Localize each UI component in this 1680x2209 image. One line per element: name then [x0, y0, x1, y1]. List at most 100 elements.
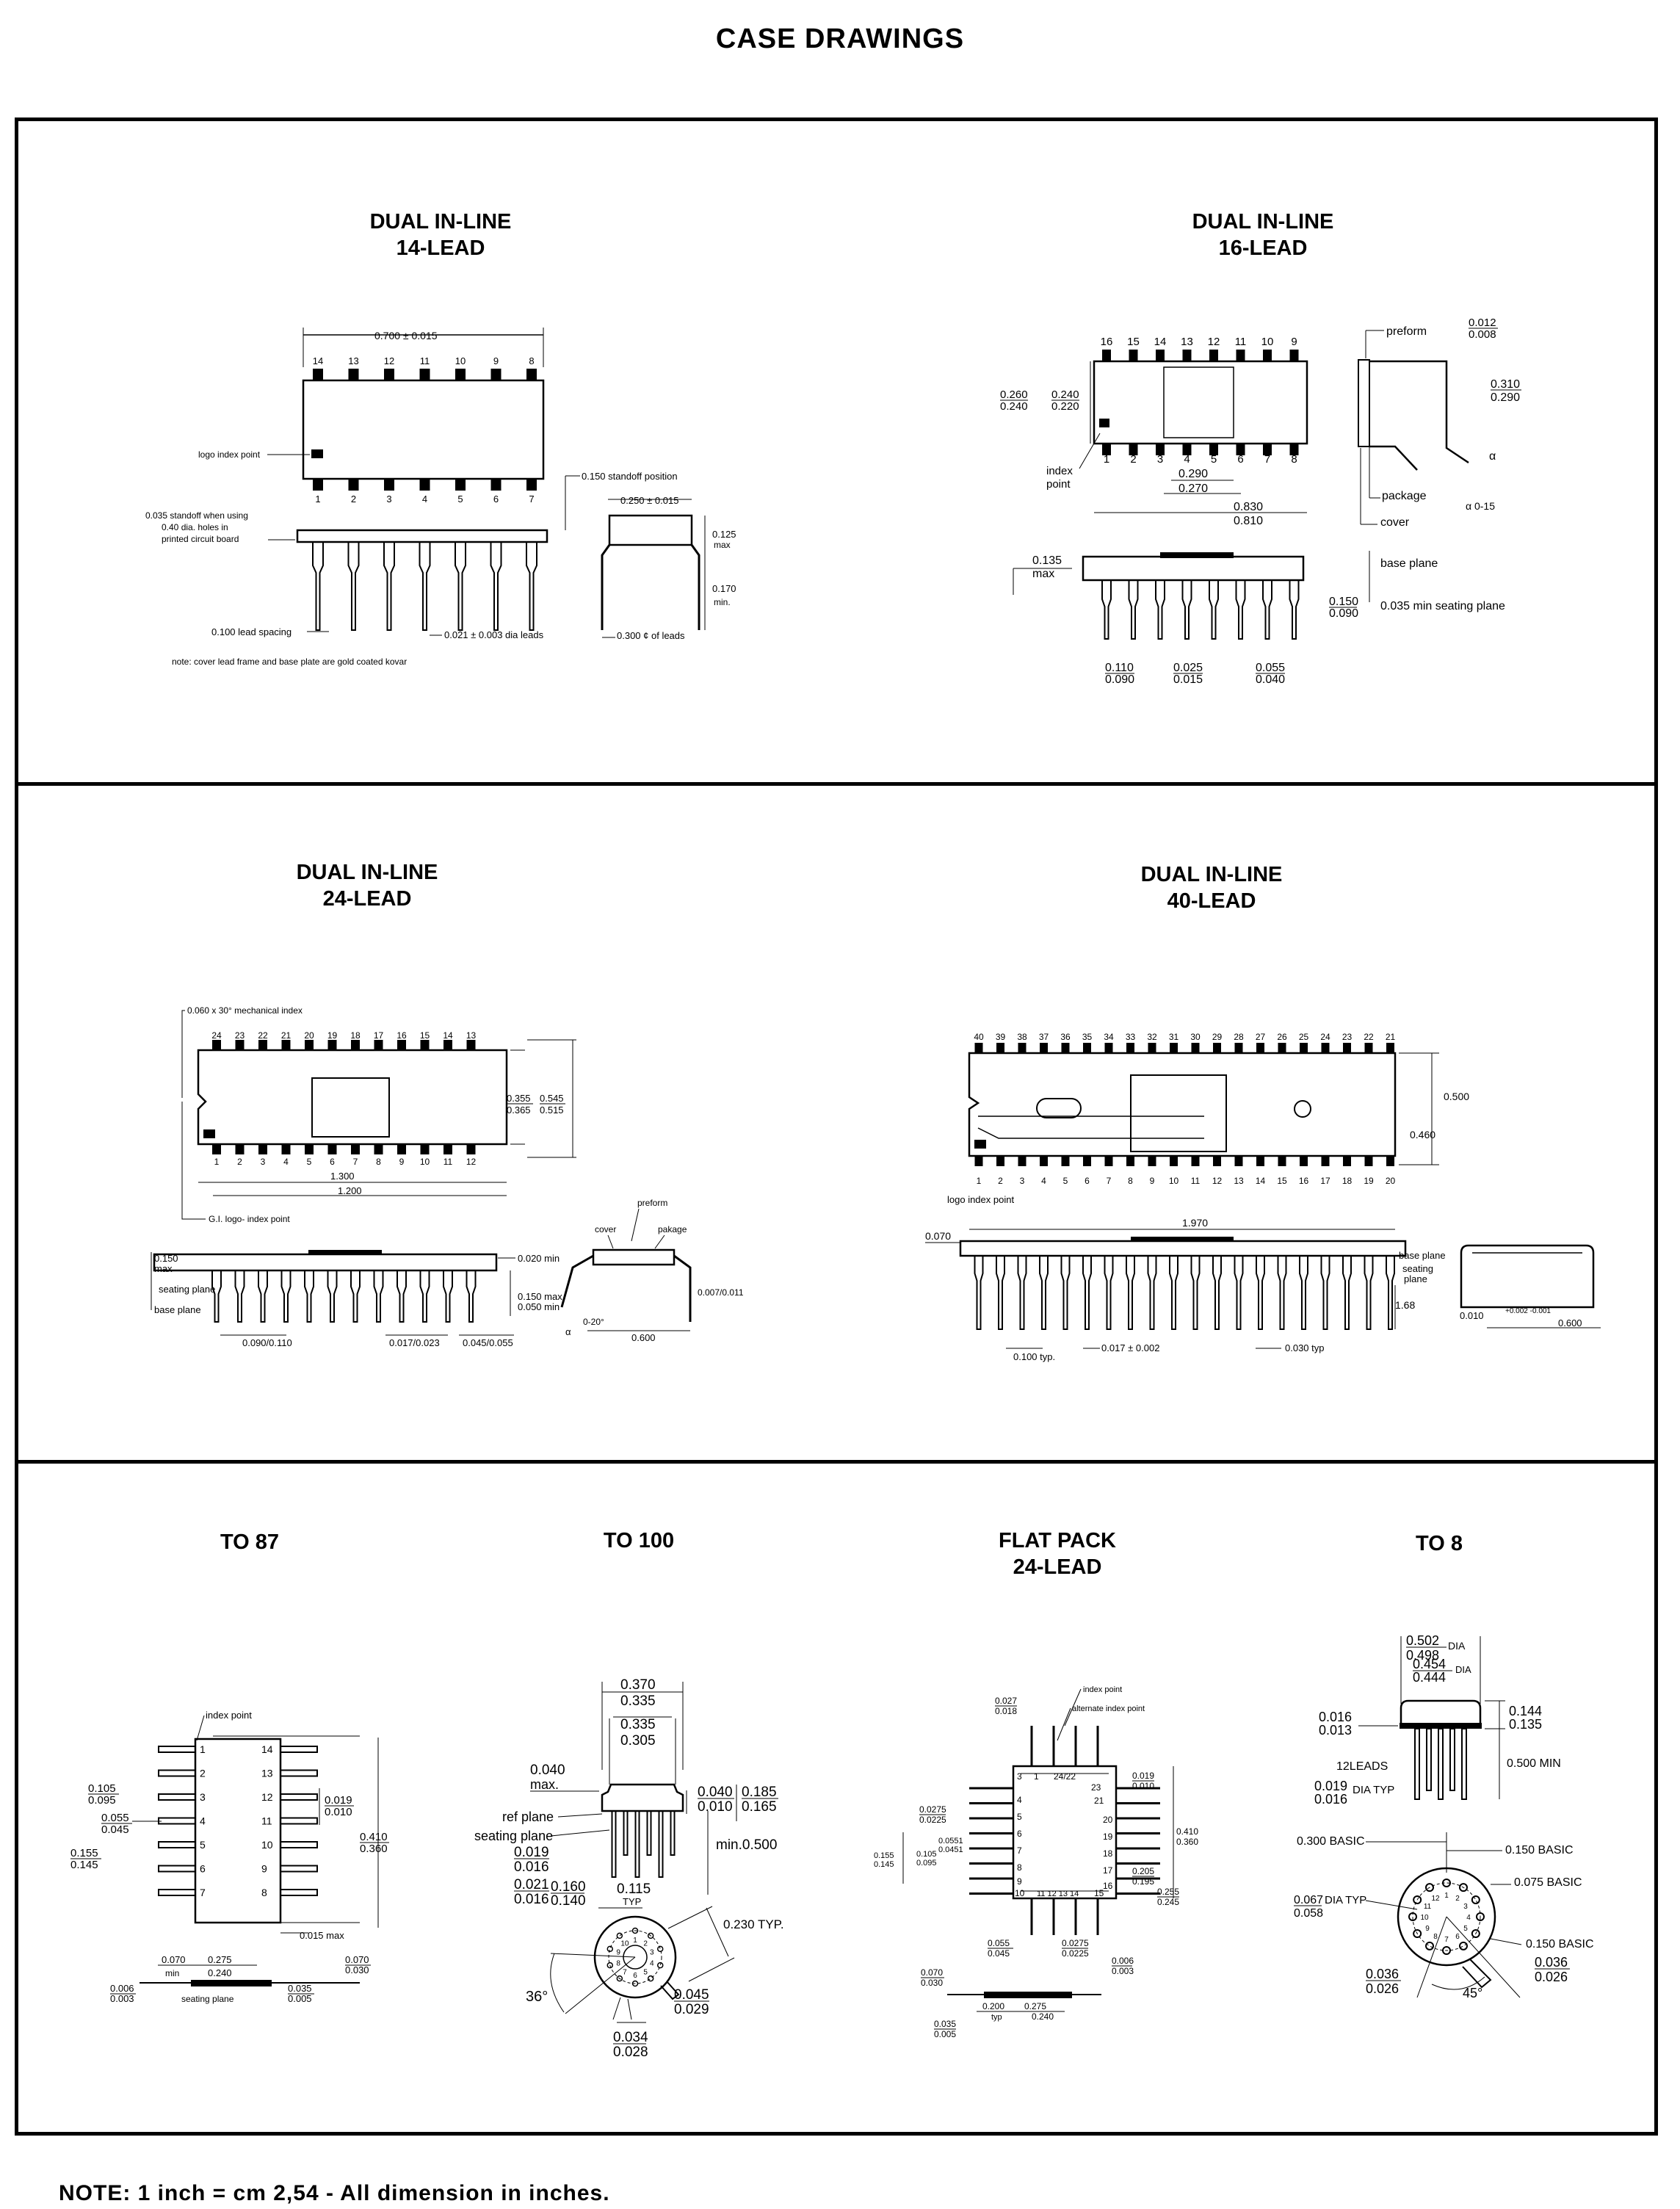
pin-pad [1156, 350, 1165, 361]
pin-lead [158, 1817, 196, 1825]
flat24-d019: 0.019 [1132, 1771, 1154, 1781]
lead [1299, 1255, 1308, 1330]
to8-d075: 0.075 BASIC [1514, 1876, 1582, 1889]
lead [611, 1810, 617, 1878]
pin-pad [374, 1040, 383, 1050]
dil16-w270: 0.270 [1178, 482, 1208, 495]
dil24-w600: 0.600 [631, 1332, 656, 1343]
dil24-base: base plane [154, 1304, 201, 1315]
to100-d016b: 0.016 [514, 1892, 549, 1907]
pin-pad [374, 1144, 383, 1154]
pin-number: 3 [261, 1157, 266, 1167]
pin-number: 24 [211, 1030, 222, 1041]
to100-d185: 0.185 [742, 1785, 777, 1800]
lead [1209, 579, 1219, 640]
to8-title: TO 8 [1366, 1530, 1513, 1557]
gi-logo-icon [1099, 419, 1109, 427]
flat24-title-line1: FLAT PACK [998, 1529, 1116, 1552]
pin-number: 37 [1039, 1032, 1049, 1042]
to8-d019: 0.019 [1314, 1779, 1347, 1793]
dil14-max-h: 0.125 [712, 529, 736, 540]
to100-can [601, 1783, 684, 1812]
lead [1277, 1255, 1287, 1330]
flat24-index: index point [1083, 1685, 1122, 1694]
pin-number: 9 [1150, 1176, 1155, 1186]
lead [455, 541, 466, 631]
page-title: CASE DRAWINGS [715, 24, 965, 54]
lead [211, 1270, 222, 1323]
to100-d019: 0.019 [514, 1845, 549, 1860]
pin-number: 9 [261, 1863, 267, 1875]
pin-pad [1209, 350, 1218, 361]
flat24-p5: 5 [1017, 1812, 1022, 1822]
dil14-title-line1: DUAL IN-LINE [369, 210, 512, 234]
pin-number: 30 [1190, 1032, 1201, 1042]
pin-number: 12 [261, 1791, 273, 1803]
pin-pad [1364, 1043, 1373, 1053]
flat24-p23: 23 [1091, 1782, 1101, 1793]
flat24-p1: 1 [1034, 1771, 1039, 1782]
lead [670, 1810, 676, 1856]
dil24-title-line2: 24-LEAD [322, 887, 412, 911]
pin-pad [1236, 444, 1245, 455]
dil24-m150: 0.150 max [518, 1291, 562, 1302]
dil24-t007: 0.007/0.011 [698, 1287, 744, 1298]
pin-number: 5 [1463, 1925, 1468, 1933]
to8-title-text: TO 8 [1416, 1532, 1463, 1555]
to100-d029: 0.029 [674, 2002, 709, 2017]
pin-number: 40 [974, 1032, 984, 1042]
to100-title-text: TO 100 [603, 1529, 675, 1552]
pin-pad [281, 1040, 291, 1050]
dil40-seating: seating [1402, 1263, 1433, 1274]
flat24-p7: 7 [1017, 1845, 1022, 1856]
pin-pad [455, 369, 466, 380]
pin-number: 6 [1085, 1176, 1090, 1186]
flat24-d070: 0.070 [921, 1967, 943, 1978]
pin-number: 14 [313, 355, 323, 366]
pin-number: 8 [376, 1157, 381, 1167]
dil16-p055: 0.055 [1256, 662, 1285, 674]
pin-pad [996, 1156, 1004, 1166]
dil24-preform: preform [637, 1198, 667, 1208]
to100-max: max. [530, 1777, 559, 1792]
dil24-p045: 0.045/0.055 [463, 1337, 513, 1348]
dil40-t010: 0.010 [1460, 1310, 1484, 1321]
dil16-w290b: 0.290 [1491, 391, 1520, 404]
flat24-p16: 16 [1103, 1881, 1113, 1891]
dil14-standoff-note-1: 0.035 standoff when using [145, 510, 248, 521]
pin-number: 34 [1104, 1032, 1114, 1042]
to100-a36: 36° [526, 1989, 548, 2005]
dil24-l1200: 1.200 [338, 1185, 362, 1196]
pin-number: 13 [466, 1030, 477, 1041]
pin-pad [1386, 1156, 1394, 1166]
to8-dia-inner: DIA [1455, 1664, 1471, 1675]
to100-min500: min.0.500 [716, 1837, 777, 1853]
dil16-w810: 0.810 [1234, 515, 1263, 527]
pin-pad [1104, 1156, 1113, 1166]
pin-pad [348, 369, 359, 380]
pin-number: 7 [1264, 453, 1270, 466]
dil16-preform: preform [1386, 325, 1427, 338]
pin-number: 12 [1208, 336, 1220, 348]
dil16-max: max [1032, 568, 1054, 580]
lead [658, 1810, 664, 1878]
dil40-p100: 0.100 typ. [1013, 1351, 1055, 1362]
lead [1190, 1255, 1201, 1330]
dil16-p110: 0.110 [1105, 662, 1134, 674]
pin-number: 18 [1342, 1176, 1353, 1186]
dil24-m050: 0.050 min [518, 1301, 560, 1312]
lead [623, 1810, 629, 1856]
lead [634, 1810, 640, 1878]
to87-d275: 0.275 [208, 1954, 232, 1965]
flat24-d006: 0.006 [1112, 1956, 1134, 1966]
flat24-d0275: 0.0275 [919, 1804, 946, 1815]
dil40-body [968, 1052, 1397, 1157]
pin-pad [466, 1040, 476, 1050]
dil14-lead-len: 0.170 [712, 583, 736, 594]
to8-d502: 0.502 [1406, 1633, 1439, 1648]
lead [304, 1270, 314, 1323]
to8-d454: 0.454 [1413, 1657, 1446, 1671]
pin-hole [607, 1945, 614, 1953]
lead [1212, 1255, 1222, 1330]
